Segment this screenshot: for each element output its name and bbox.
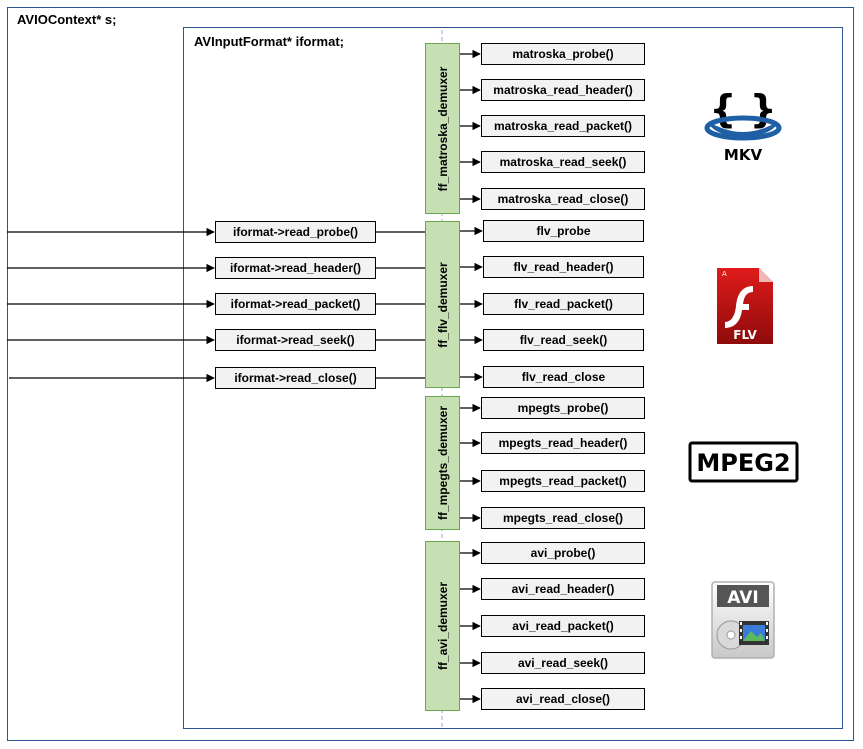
avi-demuxer: ff_avi_demuxer xyxy=(425,541,460,711)
matroska-read-close-box: matroska_read_close() xyxy=(481,188,645,210)
avi-read-close-box: avi_read_close() xyxy=(481,688,645,710)
matroska-probe-box: matroska_probe() xyxy=(481,43,645,65)
avi-read-packet-box: avi_read_packet() xyxy=(481,615,645,637)
flv-read-close-box: flv_read_close xyxy=(483,366,644,388)
svg-text:{ }: { } xyxy=(709,87,776,131)
mpegts-read-header-box: mpegts_read_header() xyxy=(481,432,645,454)
matroska-demuxer: ff_matroska_demuxer xyxy=(425,43,460,214)
svg-text:AVI: AVI xyxy=(727,588,759,608)
mpegts-demuxer: ff_mpegts_demuxer xyxy=(425,396,460,530)
svg-text:MKV: MKV xyxy=(724,146,763,164)
flv-demuxer-label: ff_flv_demuxer xyxy=(435,261,450,348)
iformat-read-probe: iformat->read_probe() xyxy=(215,221,376,243)
mpegts-probe-box: mpegts_probe() xyxy=(481,397,645,419)
flv-logo-icon: A FLV xyxy=(717,268,773,344)
matroska-read-seek-box: matroska_read_seek() xyxy=(481,151,645,173)
input-format-label: AVInputFormat* iformat; xyxy=(194,34,344,49)
mkv-logo-icon: { } MKV xyxy=(704,87,782,164)
avi-demuxer-label: ff_avi_demuxer xyxy=(435,581,450,671)
iformat-read-seek: iformat->read_seek() xyxy=(215,329,376,351)
avi-read-header-box: avi_read_header() xyxy=(481,578,645,600)
iformat-read-header: iformat->read_header() xyxy=(215,257,376,279)
avi-read-seek-box: avi_read_seek() xyxy=(481,652,645,674)
matroska-read-packet-box: matroska_read_packet() xyxy=(481,115,645,137)
mpegts-read-packet-box: mpegts_read_packet() xyxy=(481,470,645,492)
svg-text:FLV: FLV xyxy=(733,328,757,342)
avio-context-label: AVIOContext* s; xyxy=(17,12,117,27)
flv-read-header-box: flv_read_header() xyxy=(483,256,644,278)
avi-logo-icon: AVI xyxy=(711,581,775,659)
avi-probe-box: avi_probe() xyxy=(481,542,645,564)
matroska-read-header-box: matroska_read_header() xyxy=(481,79,645,101)
svg-text:MPEG2: MPEG2 xyxy=(696,449,790,477)
iformat-read-packet: iformat->read_packet() xyxy=(215,293,376,315)
iformat-read-close: iformat->read_close() xyxy=(215,367,376,389)
flv-probe-box: flv_probe xyxy=(483,220,644,242)
matroska-demuxer-label: ff_matroska_demuxer xyxy=(435,66,450,191)
mpegts-demuxer-label: ff_mpegts_demuxer xyxy=(435,405,450,521)
avio-context-frame xyxy=(7,7,854,741)
svg-text:A: A xyxy=(722,270,727,278)
flv-read-seek-box: flv_read_seek() xyxy=(483,329,644,351)
mpeg2-logo-icon: MPEG2 xyxy=(688,441,799,483)
flv-demuxer: ff_flv_demuxer xyxy=(425,221,460,388)
flv-read-packet-box: flv_read_packet() xyxy=(483,293,644,315)
mpegts-read-close-box: mpegts_read_close() xyxy=(481,507,645,529)
